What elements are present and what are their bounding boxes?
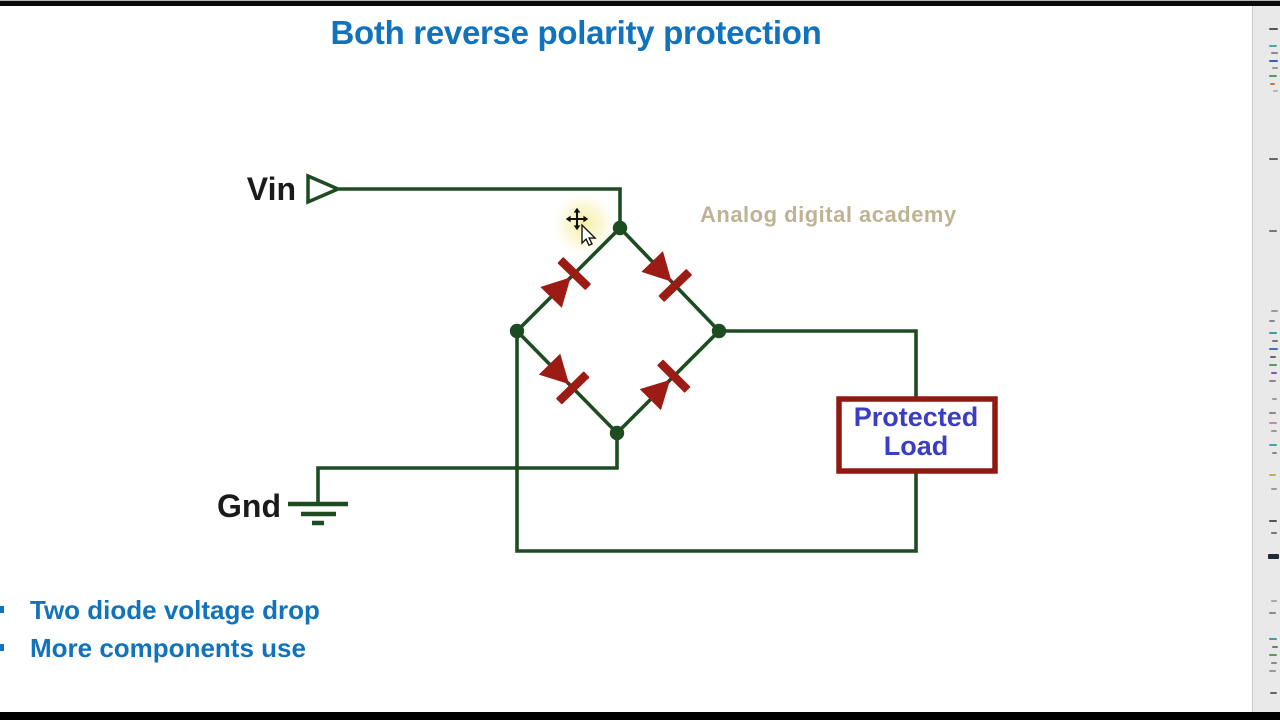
highlight-glow — [550, 190, 618, 258]
wire-bridge-to-load-top — [719, 329, 918, 398]
minimap-sliver — [1271, 372, 1277, 374]
ground-icon — [288, 501, 348, 526]
wire-bridge-bottom-to-ground — [316, 433, 619, 503]
minimap-sliver — [1272, 398, 1277, 400]
minimap-sliver — [1269, 380, 1276, 382]
minimap-sliver — [1269, 654, 1277, 656]
letterbox-top-bar — [0, 0, 1280, 6]
minimap-sliver — [1271, 430, 1277, 432]
gnd-label: Gnd — [217, 488, 281, 524]
minimap-sliver — [1269, 348, 1278, 350]
minimap-sliver — [1272, 67, 1278, 69]
minimap-sliver — [1272, 646, 1278, 648]
minimap-sliver — [1271, 662, 1277, 664]
minimap-sliver — [1269, 638, 1277, 640]
wire-bridge-diamond — [515, 225, 721, 436]
load-box — [836, 396, 998, 474]
letterbox-bottom-bar — [0, 712, 1280, 720]
node-dot-bottom — [609, 425, 625, 441]
minimap-sliver — [1270, 356, 1276, 358]
bullet-text: Two diode voltage drop — [30, 595, 320, 625]
minimap-sliver — [1269, 332, 1277, 334]
diode-bottom-right — [639, 359, 691, 411]
vin-terminal-icon — [306, 173, 343, 205]
minimap-sliver — [1269, 670, 1276, 672]
minimap-sliver — [1272, 340, 1278, 342]
minimap-sliver — [1270, 692, 1277, 694]
node-dot-right — [711, 323, 727, 339]
diode-top-left — [540, 257, 591, 308]
bullet-marker — [0, 606, 4, 613]
minimap-sliver — [1272, 452, 1277, 454]
minimap-sliver — [1269, 28, 1278, 30]
minimap-sliver — [1269, 444, 1277, 446]
minimap-sliver — [1269, 45, 1277, 47]
move-cursor-icon — [565, 207, 589, 231]
load-label-line1: Protected — [854, 402, 979, 432]
minimap-sliver — [1269, 158, 1278, 160]
diode-bottom-left — [538, 353, 590, 405]
minimap-sliver — [1269, 60, 1278, 62]
slide-title: Both reverse polarity protection — [330, 14, 822, 51]
list-item: More components use — [0, 629, 320, 667]
wire-vin-to-bridge — [339, 187, 622, 228]
minimap-sliver — [1269, 230, 1277, 232]
cursor-pointer-icon — [581, 223, 597, 247]
minimap-sliver — [1270, 83, 1275, 85]
vin-label: Vin — [247, 171, 296, 207]
bullet-text: More components use — [30, 633, 306, 663]
minimap-sliver — [1269, 75, 1277, 77]
minimap-sliver — [1271, 600, 1277, 602]
wire-load-bottom-to-bridge-left — [515, 331, 918, 553]
minimap-sliver — [1269, 520, 1277, 522]
minimap-sliver — [1268, 554, 1279, 559]
node-dot-left — [509, 323, 525, 339]
side-minimap-strip — [1252, 0, 1280, 720]
minimap-sliver — [1269, 364, 1277, 366]
list-item: Two diode voltage drop — [0, 591, 320, 629]
minimap-sliver — [1269, 320, 1275, 322]
minimap-sliver — [1269, 412, 1276, 414]
minimap-sliver — [1269, 612, 1276, 614]
minimap-sliver — [1271, 488, 1277, 490]
load-label-line2: Load — [884, 431, 949, 461]
bullet-marker — [0, 644, 4, 651]
minimap-sliver — [1269, 474, 1276, 476]
minimap-sliver — [1271, 52, 1278, 54]
minimap-sliver — [1271, 310, 1278, 312]
node-dot-top — [612, 220, 628, 236]
bullet-list: Two diode voltage drop More components u… — [0, 591, 320, 667]
diode-top-right — [641, 251, 692, 302]
minimap-sliver — [1271, 532, 1277, 534]
watermark-text: Analog digital academy — [700, 202, 957, 227]
minimap-sliver — [1273, 90, 1278, 92]
minimap-sliver — [1269, 422, 1277, 424]
